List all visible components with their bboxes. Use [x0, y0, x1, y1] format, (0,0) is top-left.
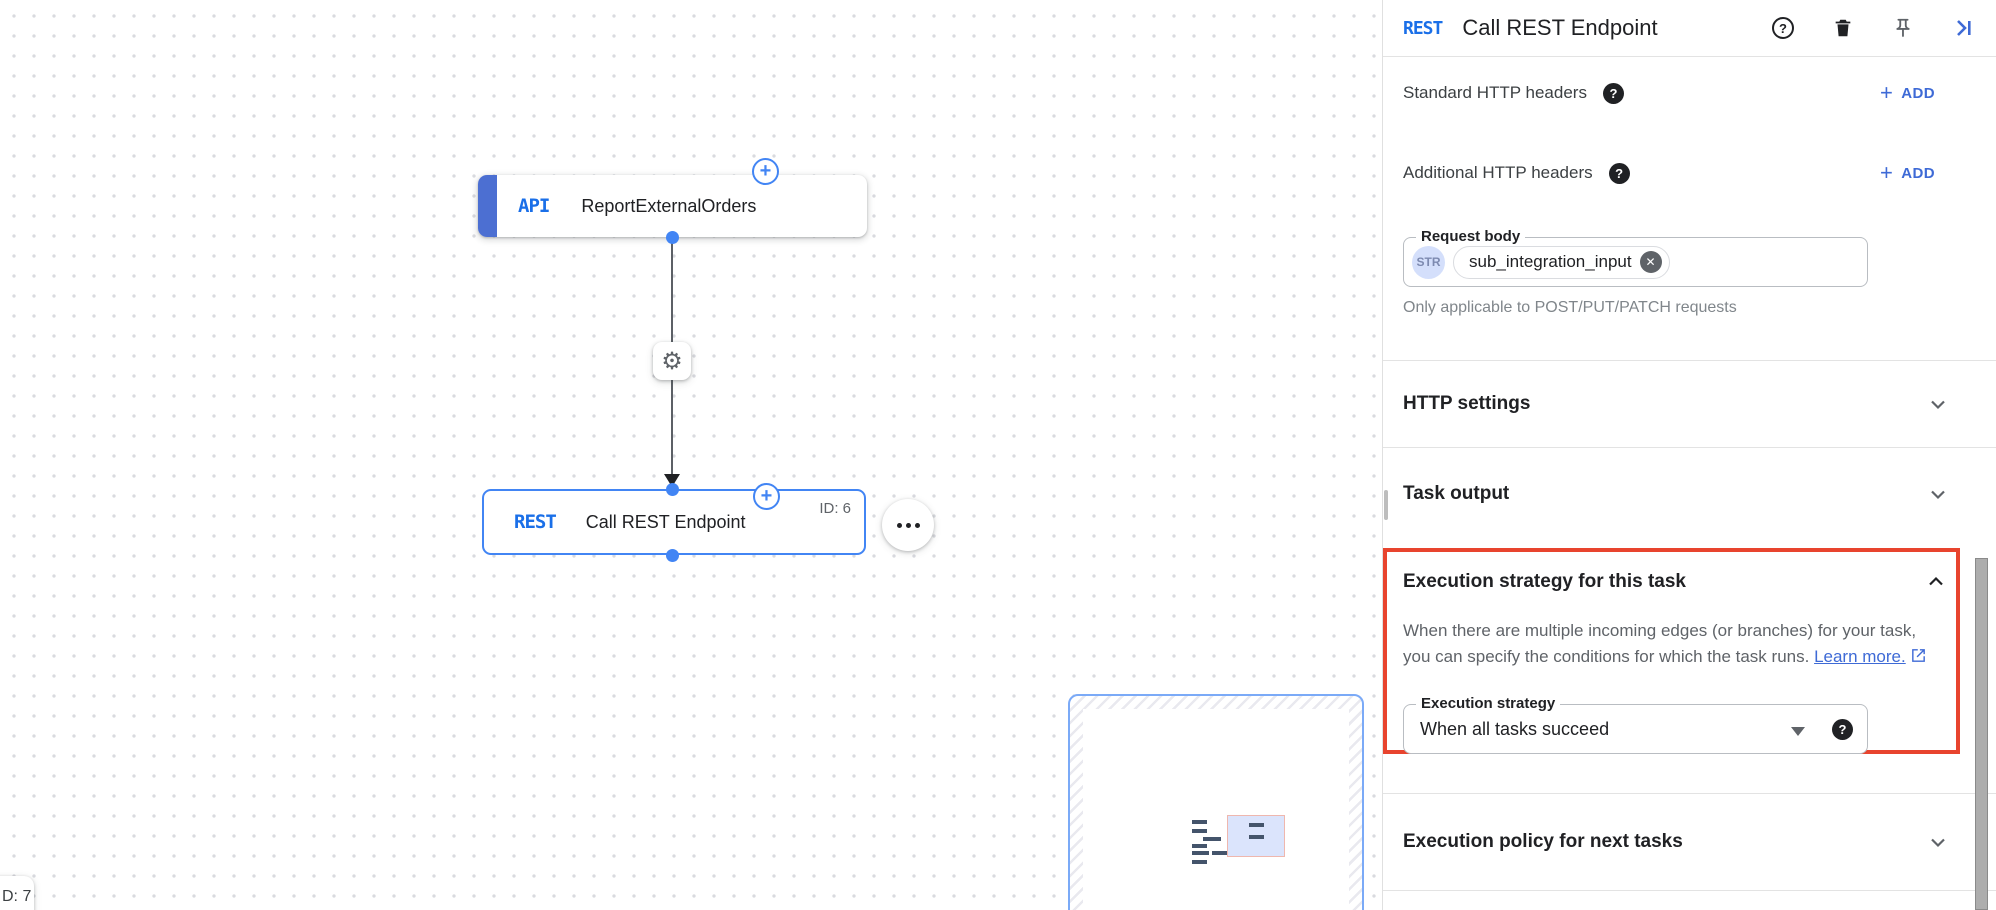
node-title: Call REST Endpoint	[585, 511, 746, 532]
diagram-glyph-bar	[1203, 837, 1221, 841]
execution-strategy-section-highlighted: Execution strategy for this task When th…	[1383, 548, 1960, 754]
execution-strategy-description: When there are multiple incoming edges (…	[1403, 618, 1933, 673]
panel-title: Call REST Endpoint	[1462, 15, 1658, 40]
diagram-glyph-bar	[1249, 823, 1264, 827]
panel-scroll-indicator	[1384, 490, 1388, 520]
string-type-chip: STR	[1412, 245, 1445, 279]
section-title: Execution policy for next tasks	[1403, 831, 1683, 852]
node-id-label: D: 7	[2, 888, 32, 905]
divider	[1383, 360, 1996, 361]
standard-http-headers-label: Standard HTTP headers	[1403, 83, 1587, 102]
help-icon[interactable]: ?	[1608, 162, 1630, 184]
panel-header: REST Call REST Endpoint ?	[1383, 0, 1996, 57]
dot	[914, 522, 920, 528]
description-line: When there are multiple incoming edges (…	[1403, 621, 1917, 640]
rest-node-input-port[interactable]	[666, 483, 679, 496]
diagram-glyph-bar	[1192, 844, 1207, 848]
diagram-glyph-bar	[1212, 851, 1228, 855]
node-title: ReportExternalOrders	[581, 195, 757, 216]
plus-glyph: +	[759, 160, 772, 182]
variable-chip-label: sub_integration_input	[1469, 252, 1632, 271]
divider	[1383, 447, 1996, 448]
external-link-icon	[1910, 646, 1927, 672]
additional-http-headers-label: Additional HTTP headers	[1403, 163, 1593, 182]
execution-strategy-label: Execution strategy	[1416, 695, 1561, 712]
request-body-label: Request body	[1416, 228, 1526, 245]
node-call-rest-endpoint[interactable]: REST Call REST Endpoint ID: 6	[482, 489, 866, 555]
chevron-down-icon	[1926, 830, 1950, 854]
drop-zone-inner	[1083, 709, 1349, 910]
section-title: HTTP settings	[1403, 393, 1531, 414]
standard-http-headers-row: Standard HTTP headers ? + ADD	[1403, 70, 1935, 116]
add-additional-header-button[interactable]: + ADD	[1880, 160, 1935, 185]
pin-panel-button[interactable]	[1891, 16, 1915, 40]
divider	[1383, 890, 1996, 891]
node-more-options-button[interactable]	[882, 499, 934, 551]
collapse-right-icon	[1957, 20, 1971, 36]
add-node-icon[interactable]: +	[752, 158, 779, 185]
node-clipped-bottom-left[interactable]: D: 7	[0, 876, 34, 910]
node-id-label: ID: 6	[819, 500, 851, 517]
add-node-icon[interactable]: +	[753, 483, 780, 510]
help-icon[interactable]: ?	[1832, 719, 1853, 740]
diagram-glyph-panel	[1227, 815, 1285, 857]
node-accent-bar	[478, 175, 497, 237]
node-report-external-orders[interactable]: API ReportExternalOrders	[478, 175, 867, 237]
plus-icon: +	[1880, 80, 1894, 105]
plus-glyph: +	[760, 485, 773, 507]
canvas-drop-zone[interactable]	[1068, 694, 1364, 910]
dot	[905, 522, 911, 528]
add-label: ADD	[1901, 164, 1935, 182]
description-line: you can specify the conditions for which…	[1403, 647, 1810, 667]
collapse-panel-button[interactable]	[1951, 16, 1975, 40]
help-button[interactable]: ?	[1771, 16, 1795, 40]
rest-task-icon: REST	[1403, 17, 1443, 39]
divider	[1383, 793, 1996, 794]
delete-task-button[interactable]	[1831, 16, 1855, 40]
execution-strategy-select[interactable]: Execution strategy When all tasks succee…	[1403, 695, 1868, 754]
execution-strategy-value: When all tasks succeed	[1420, 718, 1610, 739]
chevron-down-icon	[1926, 392, 1950, 416]
trash-icon	[1835, 19, 1851, 37]
help-icon[interactable]: ?	[1602, 82, 1624, 104]
learn-more-link[interactable]: Learn more.	[1814, 647, 1906, 667]
diagram-glyph-bar	[1192, 851, 1209, 855]
add-label: ADD	[1901, 84, 1935, 102]
section-task-output[interactable]: Task output	[1383, 448, 1996, 540]
panel-scrollbar[interactable]	[1975, 558, 1988, 910]
section-http-settings[interactable]: HTTP settings	[1383, 361, 1996, 447]
request-body-helper: Only applicable to POST/PUT/PATCH reques…	[1403, 299, 1737, 316]
chevron-up-icon	[1924, 570, 1948, 594]
remove-variable-icon[interactable]: ✕	[1639, 251, 1662, 273]
task-config-panel: REST Call REST Endpoint ?	[1382, 0, 1996, 910]
diagram-glyph-bar	[1192, 820, 1207, 824]
section-execution-policy[interactable]: Execution policy for next tasks	[1383, 794, 1996, 890]
pin-icon	[1896, 18, 1910, 38]
api-node-output-port[interactable]	[666, 231, 679, 244]
add-standard-header-button[interactable]: + ADD	[1880, 80, 1935, 105]
chevron-down-icon	[1926, 482, 1950, 506]
request-body-field[interactable]: Request body STR sub_integration_input ✕	[1403, 228, 1868, 287]
rest-node-output-port[interactable]	[666, 549, 679, 562]
workflow-canvas[interactable]: API ReportExternalOrders + ⚙ REST Call R…	[0, 0, 1383, 910]
diagram-glyph-bar	[1192, 860, 1207, 864]
dot	[896, 522, 902, 528]
section-title: Execution strategy for this task	[1403, 571, 1686, 592]
variable-chip[interactable]: sub_integration_input ✕	[1453, 245, 1670, 279]
section-execution-strategy[interactable]: Execution strategy for this task	[1403, 570, 1948, 594]
api-task-icon: API	[518, 195, 550, 217]
diagram-glyph-bar	[1249, 835, 1264, 839]
help-icon: ?	[1772, 17, 1794, 39]
diagram-glyph-bar	[1192, 829, 1207, 833]
plus-icon: +	[1880, 160, 1894, 185]
gear-glyph: ⚙	[661, 347, 683, 375]
dropdown-caret-icon	[1791, 727, 1805, 736]
rest-task-icon: REST	[514, 511, 557, 533]
additional-http-headers-row: Additional HTTP headers ? + ADD	[1403, 150, 1935, 196]
edge-gear-icon[interactable]: ⚙	[653, 342, 691, 380]
section-title: Task output	[1403, 483, 1510, 504]
